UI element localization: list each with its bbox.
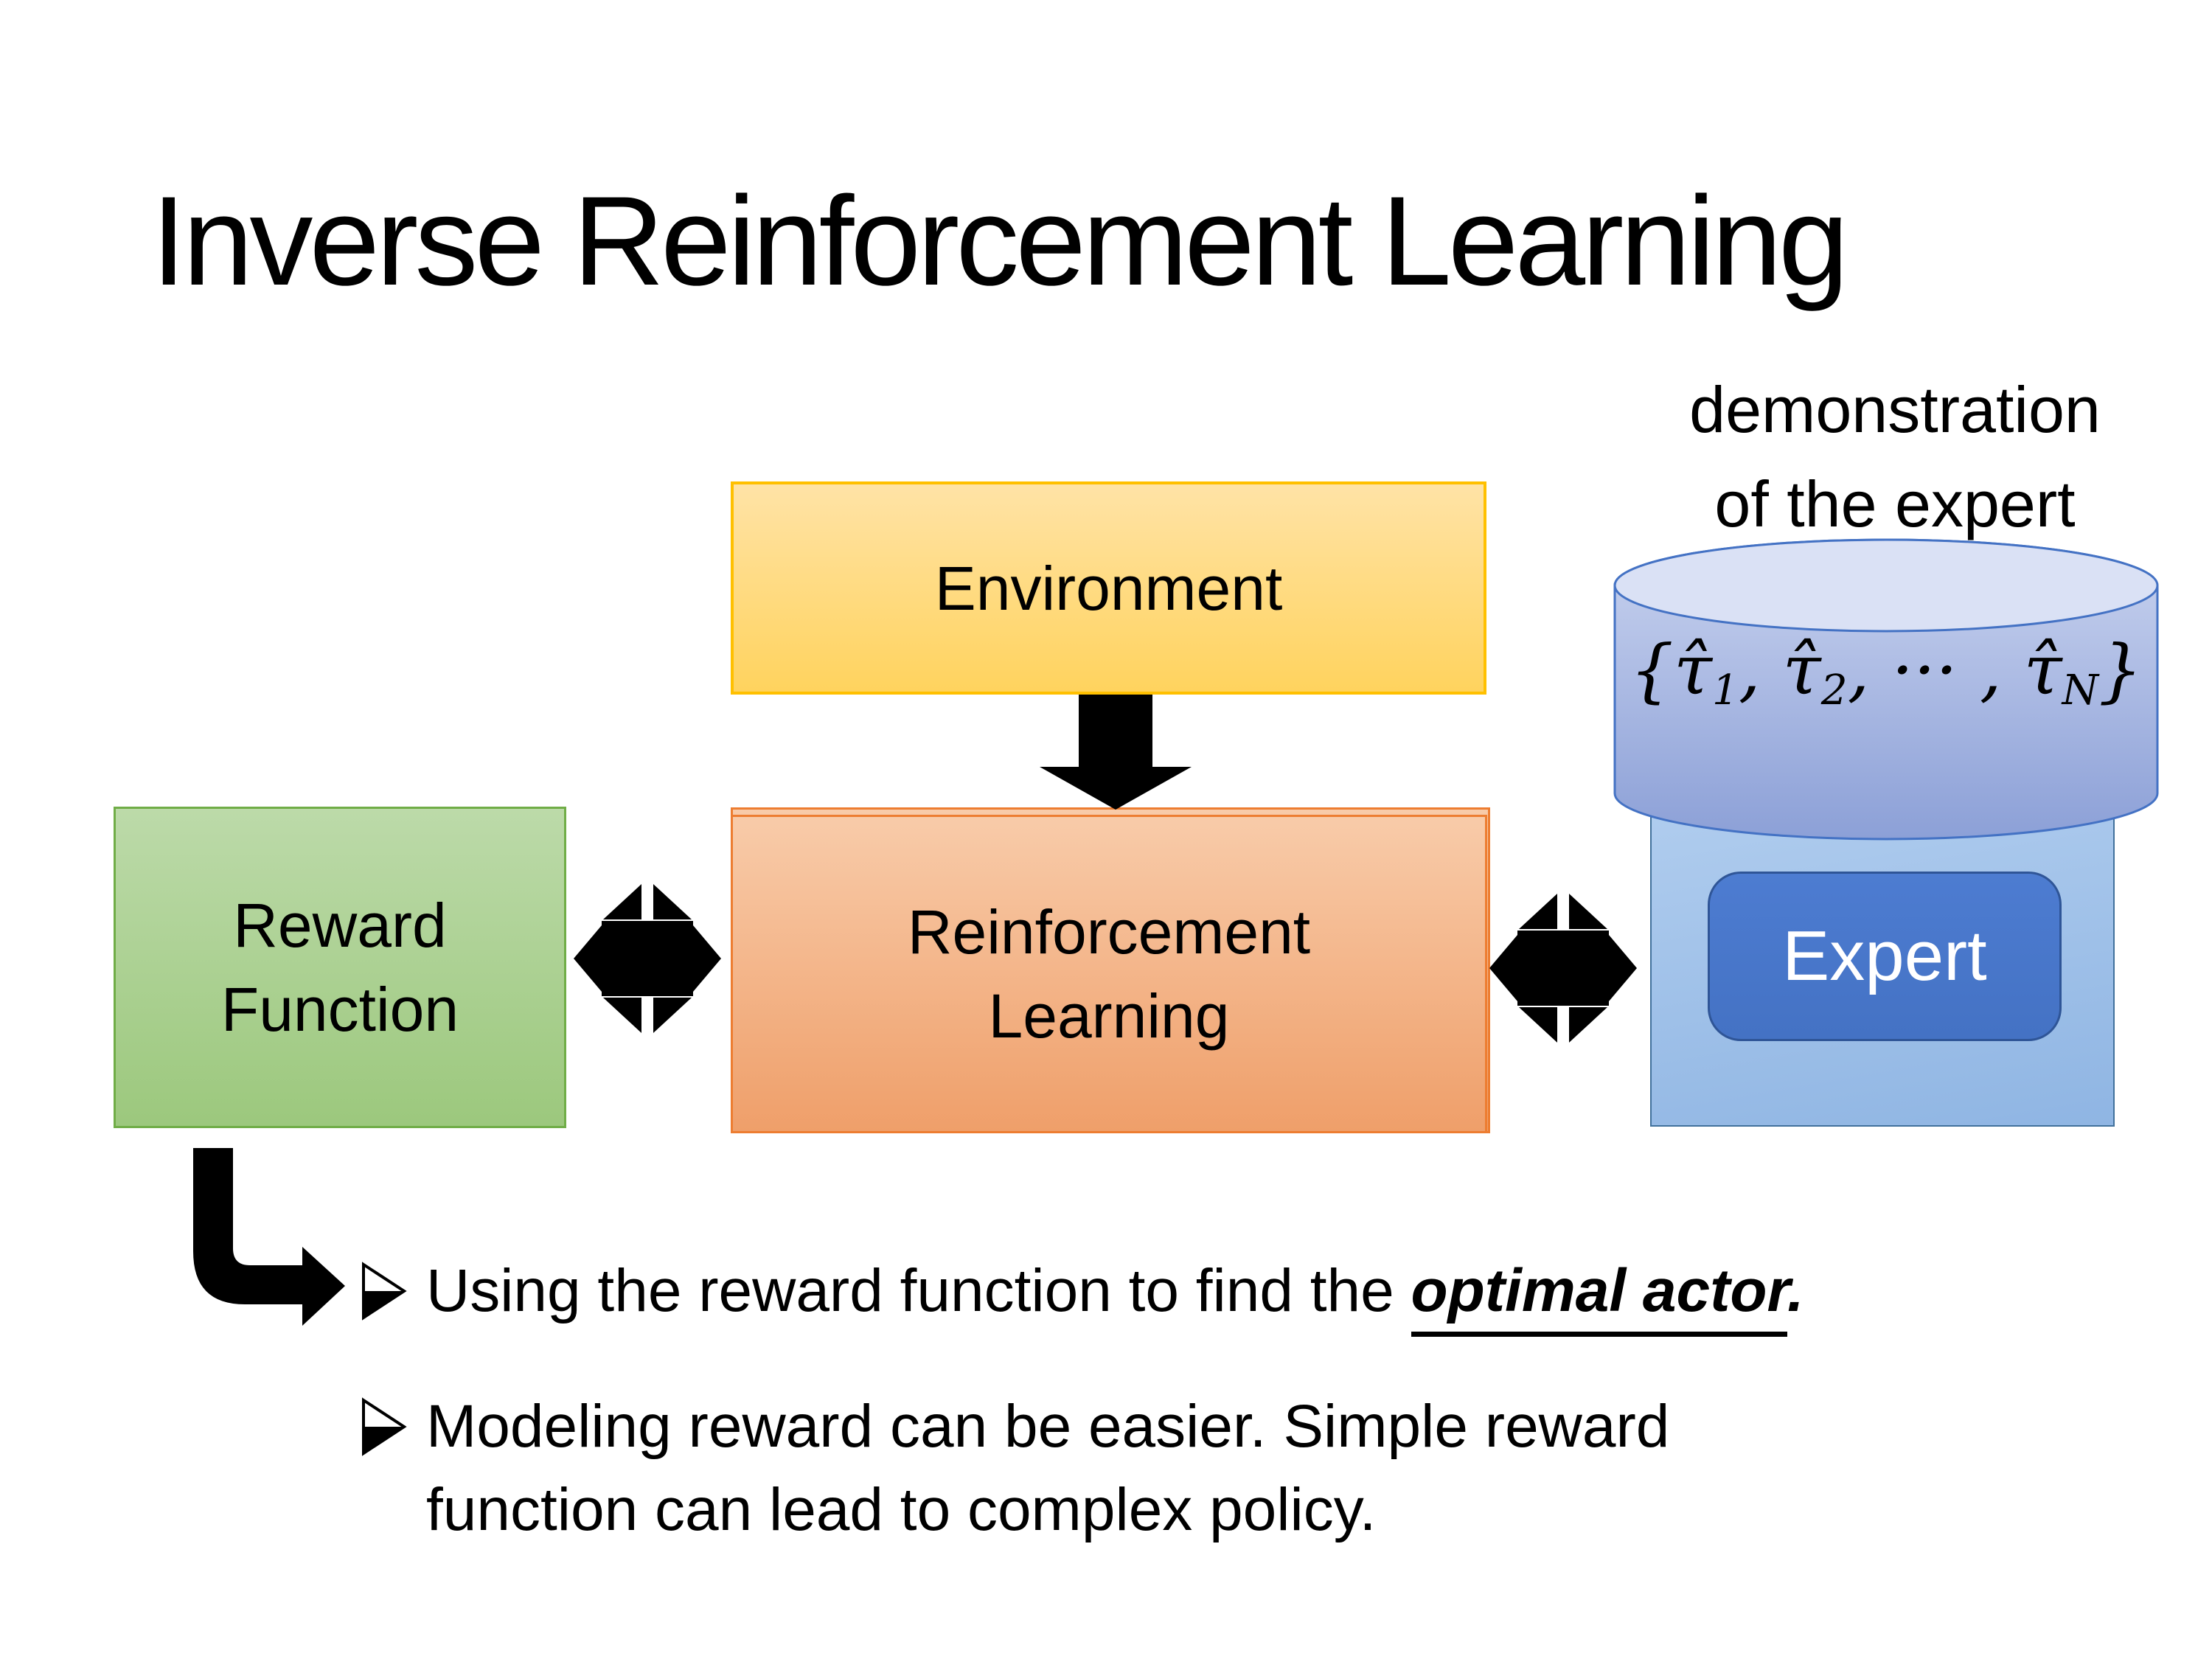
formula-tau1: τ̂ [1674, 630, 1713, 711]
formula-tauN: τ̂ [2023, 630, 2062, 711]
double-arrow-left-icon [574, 884, 721, 1033]
demonstration-label: demonstration of the expert [1618, 363, 2171, 552]
environment-label: Environment [934, 553, 1283, 623]
bullet-2-text: Modeling reward can be easier. Simple re… [426, 1393, 1670, 1543]
formula-close: } [2098, 630, 2143, 711]
bullet-1-text: Using the reward function to find the op… [426, 1249, 1804, 1337]
formula-sub1: 1 [1712, 667, 1739, 715]
bullet-arrowhead-icon [362, 1262, 407, 1321]
rl-label-line1: Reinforcement [907, 897, 1311, 967]
reinforcement-learning-box: Reinforcement Learning [731, 815, 1487, 1133]
cylinder-top [1613, 538, 2159, 633]
demonstration-label-line2: of the expert [1714, 467, 2076, 540]
bullet-item-1: Using the reward function to find the op… [360, 1249, 1804, 1337]
bullet-1-emphasis: optimal actor [1411, 1257, 1787, 1337]
bullet-arrowhead-icon [362, 1397, 407, 1456]
trajectory-formula: {τ̂1, τ̂2, ··· , τ̂N} [1628, 630, 2144, 714]
environment-box: Environment [731, 481, 1486, 695]
reward-function-box: Reward Function [114, 807, 566, 1128]
formula-subN: N [2062, 667, 2098, 715]
double-arrow-right-icon [1489, 894, 1637, 1043]
down-arrow-icon [1040, 695, 1192, 810]
bullet-item-2: Modeling reward can be easier. Simple re… [360, 1385, 1834, 1551]
expert-box: Expert [1708, 872, 2062, 1041]
reward-label-line2: Function [220, 975, 459, 1044]
formula-open: { [1630, 630, 1674, 711]
database-cylinder-icon [1613, 538, 2159, 841]
formula-sep: , [1738, 630, 1783, 711]
formula-tau2: τ̂ [1782, 630, 1821, 711]
reward-label-line1: Reward [233, 891, 447, 960]
bullet-1-suffix: . [1787, 1257, 1804, 1324]
formula-dots: , ··· , [1847, 630, 2024, 711]
page-title: Inverse Reinforcement Learning [151, 170, 1849, 312]
rl-label-line2: Learning [988, 981, 1230, 1051]
demonstration-label-line1: demonstration [1689, 373, 2101, 446]
expert-label: Expert [1782, 917, 1987, 995]
elbow-arrow-icon [193, 1148, 345, 1326]
formula-sub2: 2 [1820, 667, 1848, 715]
bullet-1-prefix: Using the reward function to find the [426, 1257, 1411, 1324]
